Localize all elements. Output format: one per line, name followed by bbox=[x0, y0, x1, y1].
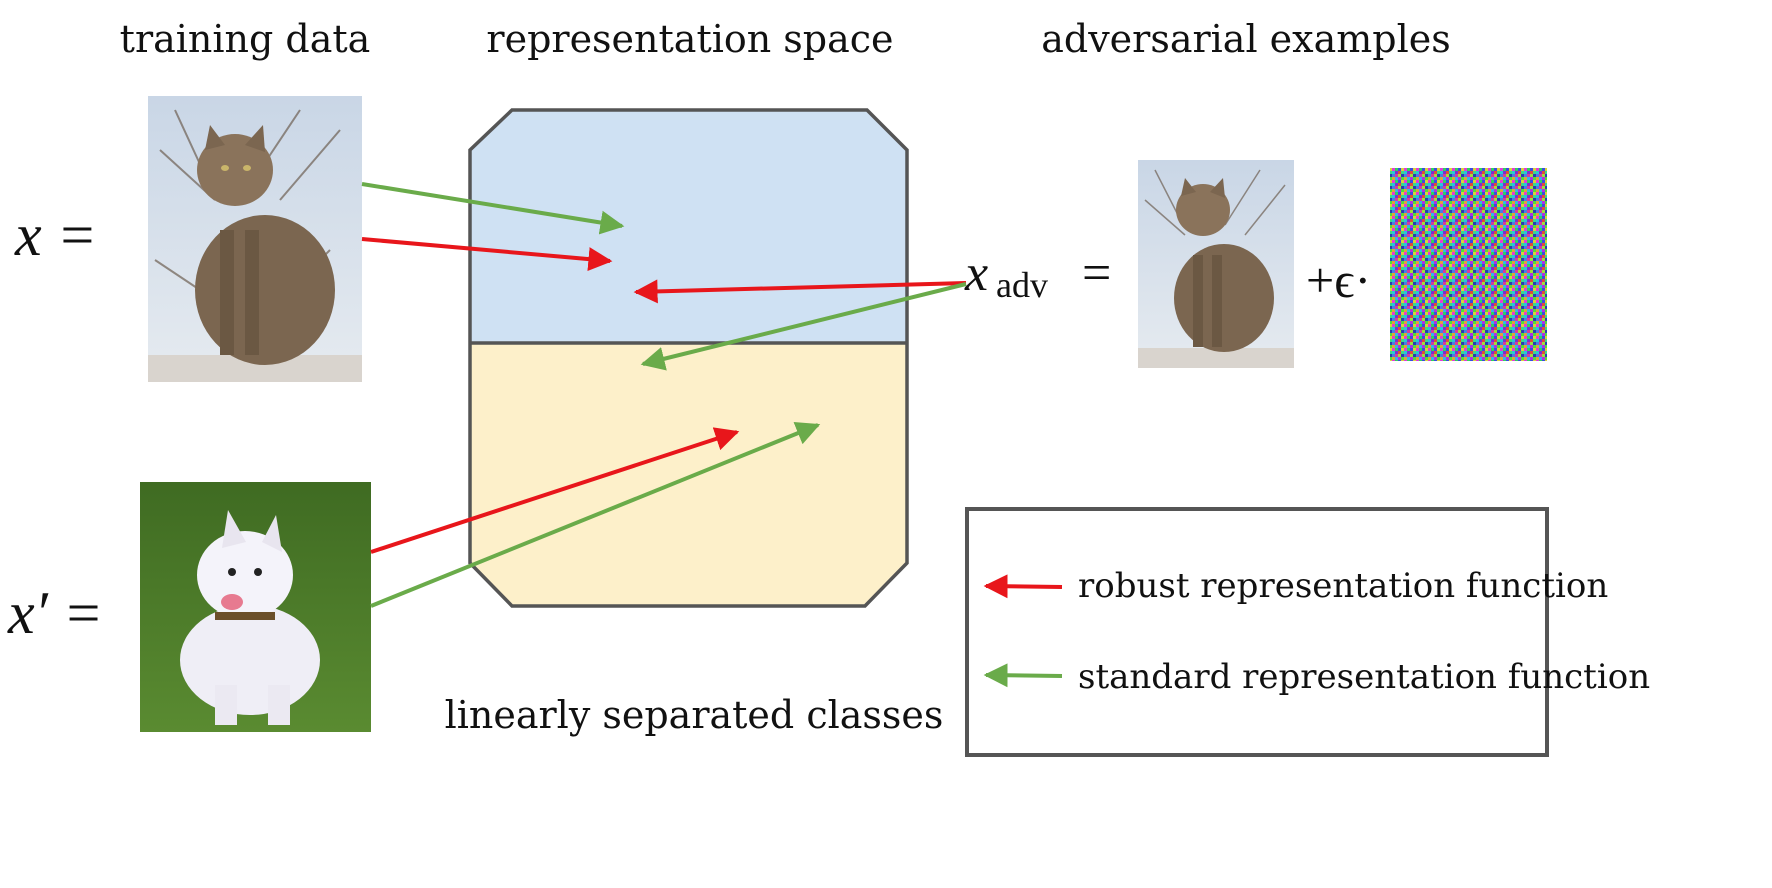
legend-robust-arrow bbox=[983, 574, 1063, 599]
noise-pattern bbox=[1390, 168, 1547, 361]
x-adv-equals: = bbox=[1082, 245, 1111, 302]
x-adv-label: x adv = bbox=[964, 245, 1111, 305]
heading-training-data: training data bbox=[120, 17, 371, 61]
green-arrow-cat bbox=[361, 182, 625, 235]
x-adv-subscript: adv bbox=[996, 265, 1048, 305]
legend: robust representation function standard … bbox=[965, 507, 1650, 757]
green-arrow-dog bbox=[370, 421, 821, 608]
green-arrow-adversarial bbox=[640, 282, 967, 371]
region-bottom bbox=[470, 343, 907, 606]
region-top bbox=[470, 110, 907, 343]
dog-photo bbox=[140, 482, 371, 732]
red-arrow-adversarial bbox=[633, 279, 967, 304]
x-equals-label: x = bbox=[14, 202, 97, 268]
x-prime-equals-label: x′ = bbox=[7, 580, 103, 646]
heading-adversarial-examples: adversarial examples bbox=[1041, 17, 1451, 61]
legend-standard-arrow bbox=[983, 663, 1063, 688]
legend-standard-label: standard representation function bbox=[1078, 657, 1650, 697]
adversarial-cat-photo bbox=[1138, 160, 1294, 368]
plus-epsilon-label: +ϵ· bbox=[1306, 252, 1371, 308]
heading-linearly-separated: linearly separated classes bbox=[445, 693, 944, 737]
representation-space bbox=[468, 108, 909, 608]
x-adv-base: x bbox=[964, 245, 988, 302]
red-arrow-cat bbox=[361, 237, 613, 272]
legend-box bbox=[965, 507, 1549, 757]
cat-photo bbox=[148, 96, 362, 382]
legend-robust-label: robust representation function bbox=[1078, 566, 1608, 606]
region-outline bbox=[468, 108, 909, 608]
red-arrow-dog bbox=[370, 427, 740, 554]
heading-representation-space: representation space bbox=[486, 17, 893, 61]
